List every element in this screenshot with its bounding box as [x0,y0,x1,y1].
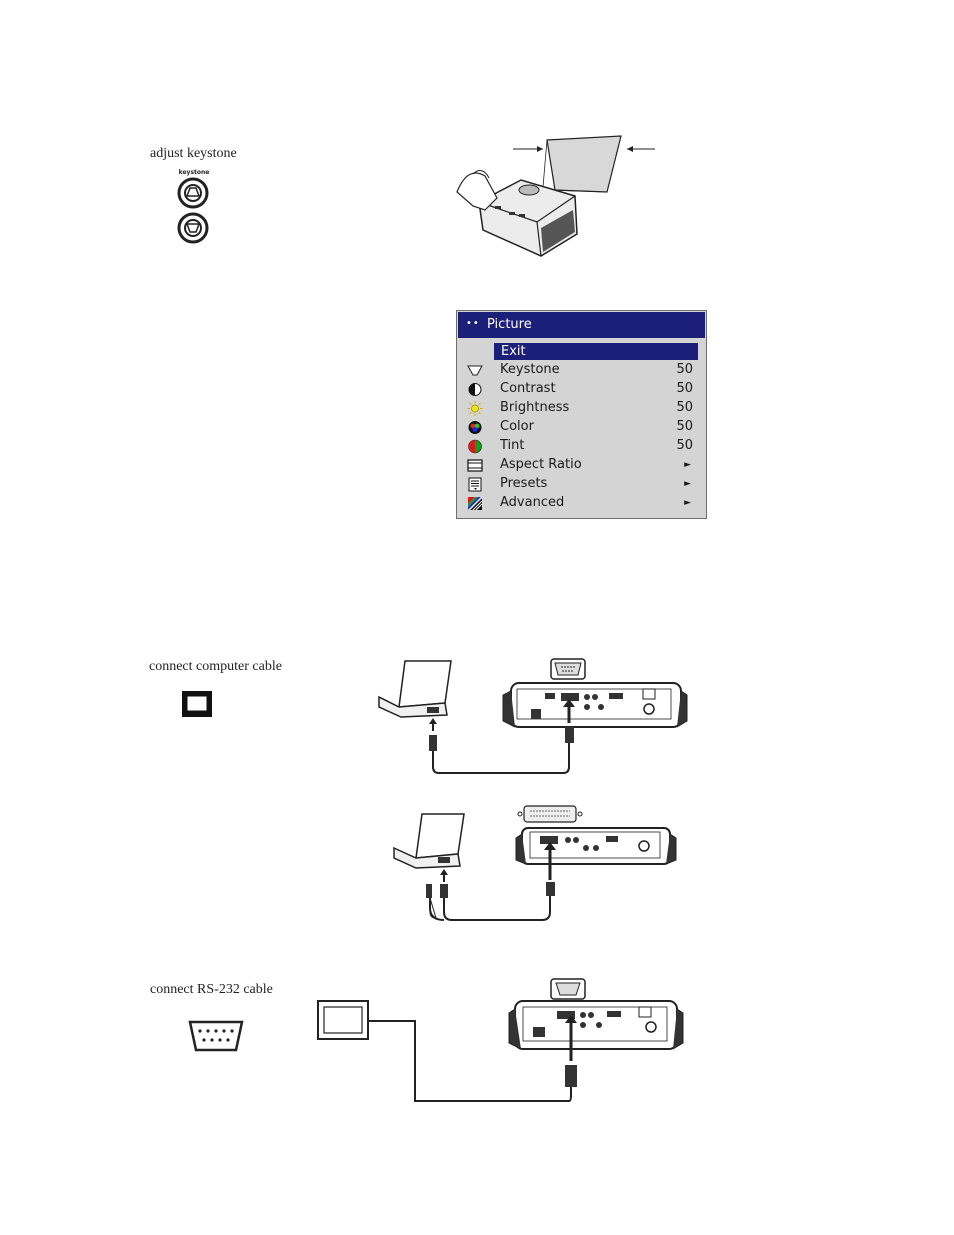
brightness-icon [467,401,483,416]
menu-item-contrast[interactable]: Contrast 50 [457,380,706,399]
color-icon [467,420,483,435]
submenu-arrow-icon: ► [684,479,691,489]
presets-icon [467,477,483,492]
menu-item-label: Presets [500,476,547,491]
keystone-icon [467,363,483,378]
computer-connection-diagram [375,655,690,780]
menu-item-value: 50 [676,381,693,396]
computer-connection-diagram-dvi [390,800,680,925]
connect-rs232-cable-label: connect RS-232 cable [150,982,273,998]
advanced-icon [467,496,483,511]
menu-item-value: 50 [676,400,693,415]
projector-keystone-illustration [455,132,660,260]
rs232-connection-diagram [315,975,690,1110]
menu-dots-icon: •• [466,318,480,329]
menu-item-presets[interactable]: Presets ► [457,475,706,494]
submenu-arrow-icon: ► [684,460,691,470]
menu-item-value: 50 [676,362,693,377]
menu-title-bar: •• Picture [458,312,705,338]
menu-item-label: Aspect Ratio [500,457,582,472]
menu-item-label: Tint [500,438,525,453]
aspect-ratio-icon [467,458,483,473]
submenu-arrow-icon: ► [684,498,691,508]
menu-item-value: 50 [676,419,693,434]
menu-title: Picture [487,317,532,332]
menu-item-exit[interactable]: Exit [494,343,698,360]
keypad-caption: keystone [179,169,210,176]
menu-item-aspect-ratio[interactable]: Aspect Ratio ► [457,456,706,475]
menu-item-tint[interactable]: Tint 50 [457,437,706,456]
menu-item-keystone[interactable]: Keystone 50 [457,361,706,380]
rs232-connector-icon [187,1019,245,1053]
menu-item-label: Advanced [500,495,564,510]
menu-item-brightness[interactable]: Brightness 50 [457,399,706,418]
vga-connector-icon [181,690,213,718]
menu-item-label: Brightness [500,400,569,415]
menu-item-label: Keystone [500,362,560,377]
picture-menu: •• Picture Exit Keystone 50 Contrast 50 … [456,310,707,519]
menu-item-label: Color [500,419,534,434]
menu-item-label: Exit [501,344,526,359]
tint-icon [467,439,483,454]
menu-item-color[interactable]: Color 50 [457,418,706,437]
keystone-buttons-icon: keystone [170,166,218,248]
adjust-keystone-label: adjust keystone [150,146,237,162]
connect-computer-cable-label: connect computer cable [149,659,282,675]
menu-item-label: Contrast [500,381,556,396]
menu-item-advanced[interactable]: Advanced ► [457,494,706,513]
contrast-icon [467,382,483,397]
menu-item-value: 50 [676,438,693,453]
